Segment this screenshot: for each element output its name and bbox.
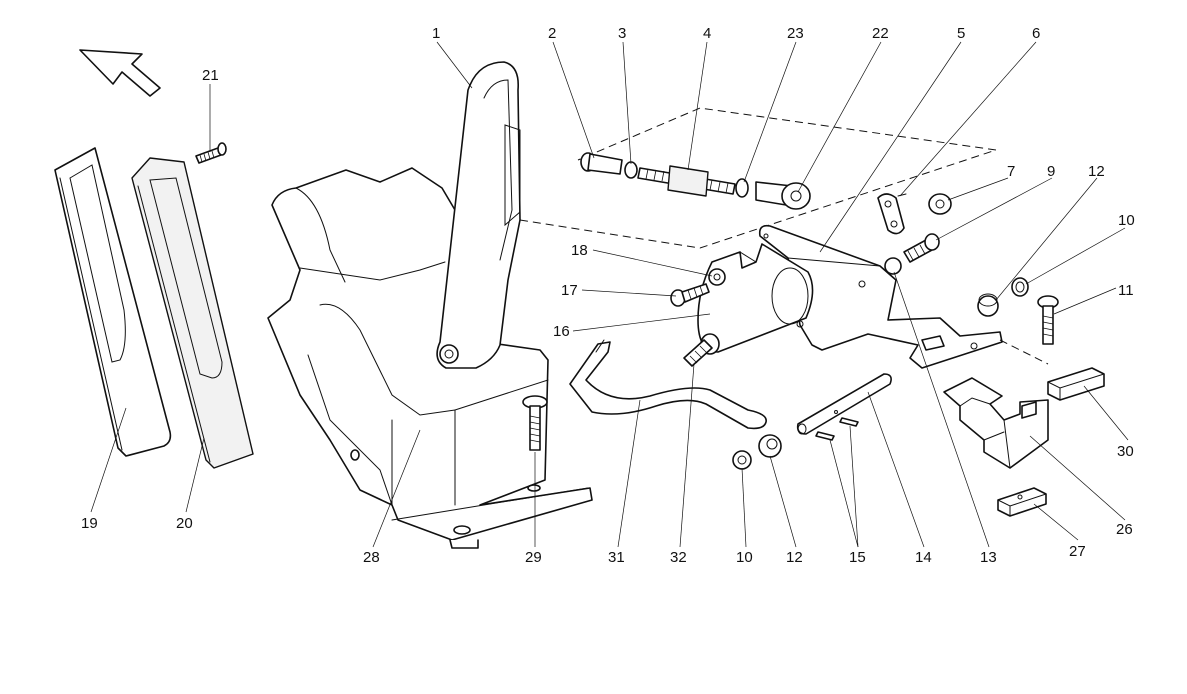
direction-arrow-icon [79, 49, 161, 97]
part-10-washer-lower [732, 450, 752, 470]
callout-1: 1 [432, 25, 440, 42]
part-29-screw [522, 395, 548, 451]
part-30-block [1047, 367, 1105, 401]
part-19-pedal-pad [54, 147, 172, 457]
part-10-washer-upper [1011, 277, 1029, 297]
part-23-nut [735, 178, 749, 198]
part-1-pedal-arm [436, 61, 521, 369]
callout-10-lower: 10 [736, 549, 753, 566]
callout-6: 6 [1032, 25, 1040, 42]
part-15-clips [815, 410, 859, 441]
leader-lines [90, 41, 1129, 548]
callout-29: 29 [525, 549, 542, 566]
callout-11: 11 [1118, 282, 1134, 299]
callout-3: 3 [618, 25, 626, 42]
part-7-nut [928, 193, 952, 215]
callouts: 1 2 3 4 23 22 5 6 21 7 9 12 10 11 18 17 … [81, 25, 1135, 566]
part-20-pedal-pad [131, 157, 254, 469]
part-12-bushing-lower [758, 434, 782, 458]
part-11-screw [1037, 295, 1059, 345]
part-18-washer [708, 268, 726, 286]
part-14-pin-shaft [796, 373, 892, 435]
callout-12-lower: 12 [786, 549, 803, 566]
callout-31: 31 [608, 549, 625, 566]
callout-15: 15 [849, 549, 866, 566]
callout-28: 28 [363, 549, 380, 566]
part-2-bolt [580, 152, 623, 175]
part-6-plate [877, 193, 907, 235]
callout-22: 22 [872, 25, 889, 42]
part-5-bracket [758, 224, 1003, 369]
assembly-line [519, 107, 997, 249]
callout-5: 5 [957, 25, 965, 42]
callout-13: 13 [980, 549, 997, 566]
callout-19: 19 [81, 515, 98, 532]
callout-14: 14 [915, 549, 932, 566]
callout-23: 23 [787, 25, 804, 42]
part-17-bolt [670, 283, 710, 307]
callout-7: 7 [1007, 163, 1015, 180]
callout-21: 21 [202, 67, 219, 84]
callout-26: 26 [1116, 521, 1133, 538]
part-4-threaded-rod [637, 165, 736, 197]
part-9-bolt [903, 233, 940, 263]
callout-9: 9 [1047, 163, 1055, 180]
part-22-rod-end [755, 181, 811, 210]
callout-27: 27 [1069, 543, 1086, 560]
part-31-return-spring [569, 339, 767, 430]
callout-4: 4 [703, 25, 711, 42]
part-28-pedal-box [267, 167, 593, 549]
callout-18: 18 [571, 242, 588, 259]
part-3-nut [624, 161, 638, 179]
callout-12-upper: 12 [1088, 163, 1105, 180]
assembly-line-right [999, 339, 1049, 365]
part-13-bushing [884, 257, 902, 275]
part-12-bushing-upper [977, 293, 999, 317]
callout-32: 32 [670, 549, 687, 566]
callout-20: 20 [176, 515, 193, 532]
callout-10-upper: 10 [1118, 212, 1135, 229]
part-26-mount-bracket [943, 377, 1049, 469]
callout-2: 2 [548, 25, 556, 42]
part-32-bolt [683, 333, 720, 367]
part-27-block [997, 487, 1047, 517]
callout-16: 16 [553, 323, 570, 340]
callout-30: 30 [1117, 443, 1134, 460]
callout-17: 17 [561, 282, 578, 299]
part-21-screw [195, 142, 227, 164]
